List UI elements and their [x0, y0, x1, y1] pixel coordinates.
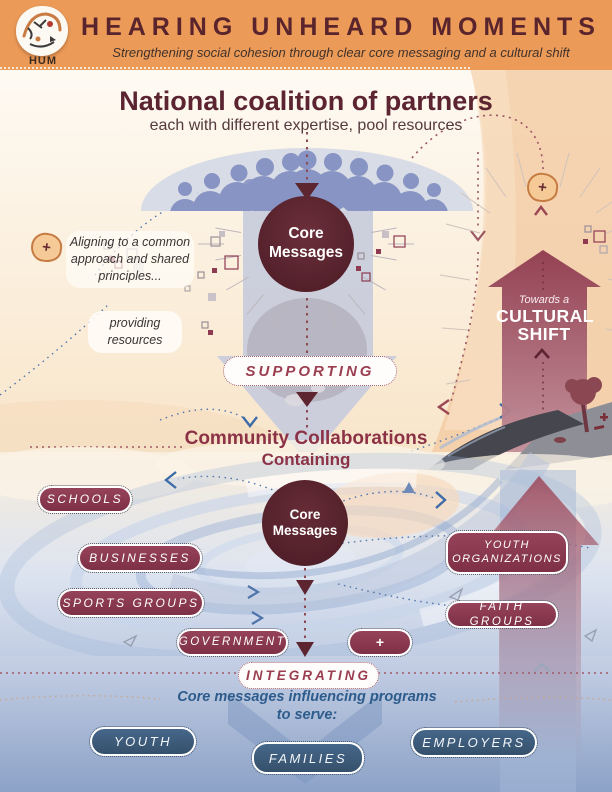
pill-label: YOUTH ORGANIZATIONS [452, 538, 562, 565]
core-messages-circle-top: Core Messages [258, 196, 354, 292]
pill-label: SPORTS GROUPS [62, 595, 200, 610]
plus-glyph: + [40, 238, 53, 257]
partner-pill-youth-organizations: YOUTH ORGANIZATIONS [445, 530, 569, 575]
pill-label: SCHOOLS [46, 492, 124, 506]
page-subtitle: Strengthening social cohesion through cl… [112, 45, 570, 60]
header-dotted-edge [0, 67, 470, 69]
header-banner: HUM HEARING UNHEARD MOMENTS Strengthenin… [0, 0, 612, 70]
supporting-label: SUPPORTING [245, 362, 375, 380]
plus-glyph: + [536, 178, 549, 197]
road-illustration [428, 377, 612, 470]
aligning-note: Aligning to a common approach and shared… [66, 231, 194, 288]
down-arrow-icon [296, 392, 318, 407]
partner-pill-schools: SCHOOLS [37, 485, 133, 514]
crowd-illustration [141, 148, 473, 211]
logo-doodle [22, 12, 62, 48]
pill-label: BUSINESSES [89, 550, 191, 565]
partner-pill-government: GOVERNMENT [176, 628, 289, 657]
down-arrow-icon [296, 580, 314, 595]
logo-circle [16, 6, 68, 56]
cultural-shift-arrow [439, 152, 612, 466]
audience-pill-employers: EMPLOYERS [410, 727, 538, 758]
audience-pill-youth: YOUTH [89, 726, 197, 757]
core-messages-circle-community: Core Messages [262, 480, 348, 566]
community-subtitle: Containing [261, 450, 351, 469]
community-title: Community Collaborations [184, 428, 428, 449]
coalition-title: National coalition of partners [119, 86, 493, 116]
down-arrow-icon [295, 183, 319, 200]
pill-label: YOUTH [114, 734, 172, 749]
partner-pill-more: + [347, 628, 413, 657]
pill-label: EMPLOYERS [422, 735, 526, 750]
integrating-banner: INTEGRATING [238, 662, 379, 689]
coalition-subtitle: each with different expertise, pool reso… [149, 117, 463, 134]
programs-caption: Core messages influencing programs to se… [177, 689, 437, 724]
pill-label: + [375, 633, 385, 650]
partner-pill-sports-groups: SPORTS GROUPS [57, 588, 205, 618]
integrating-label: INTEGRATING [246, 668, 371, 683]
hum-logo: HUM [13, 4, 75, 68]
pill-label: FAITH GROUPS [469, 601, 535, 628]
supporting-banner: SUPPORTING [223, 356, 397, 386]
logo-text: HUM [28, 55, 58, 67]
partner-pill-businesses: BUSINESSES [77, 543, 203, 573]
cultural-shift-pre: Towards a [518, 294, 570, 306]
resources-note: providing resources [88, 311, 182, 353]
partner-pill-faith-groups: FAITH GROUPS [445, 600, 559, 629]
audience-pill-families: FAMILIES [251, 741, 365, 775]
cultural-shift-title: CULTURAL SHIFT [496, 306, 594, 345]
pill-label: FAMILIES [268, 750, 348, 766]
down-arrow-icon [296, 642, 314, 657]
pill-label: GOVERNMENT [178, 636, 287, 649]
page-title: HEARING UNHEARD MOMENTS [81, 13, 601, 41]
